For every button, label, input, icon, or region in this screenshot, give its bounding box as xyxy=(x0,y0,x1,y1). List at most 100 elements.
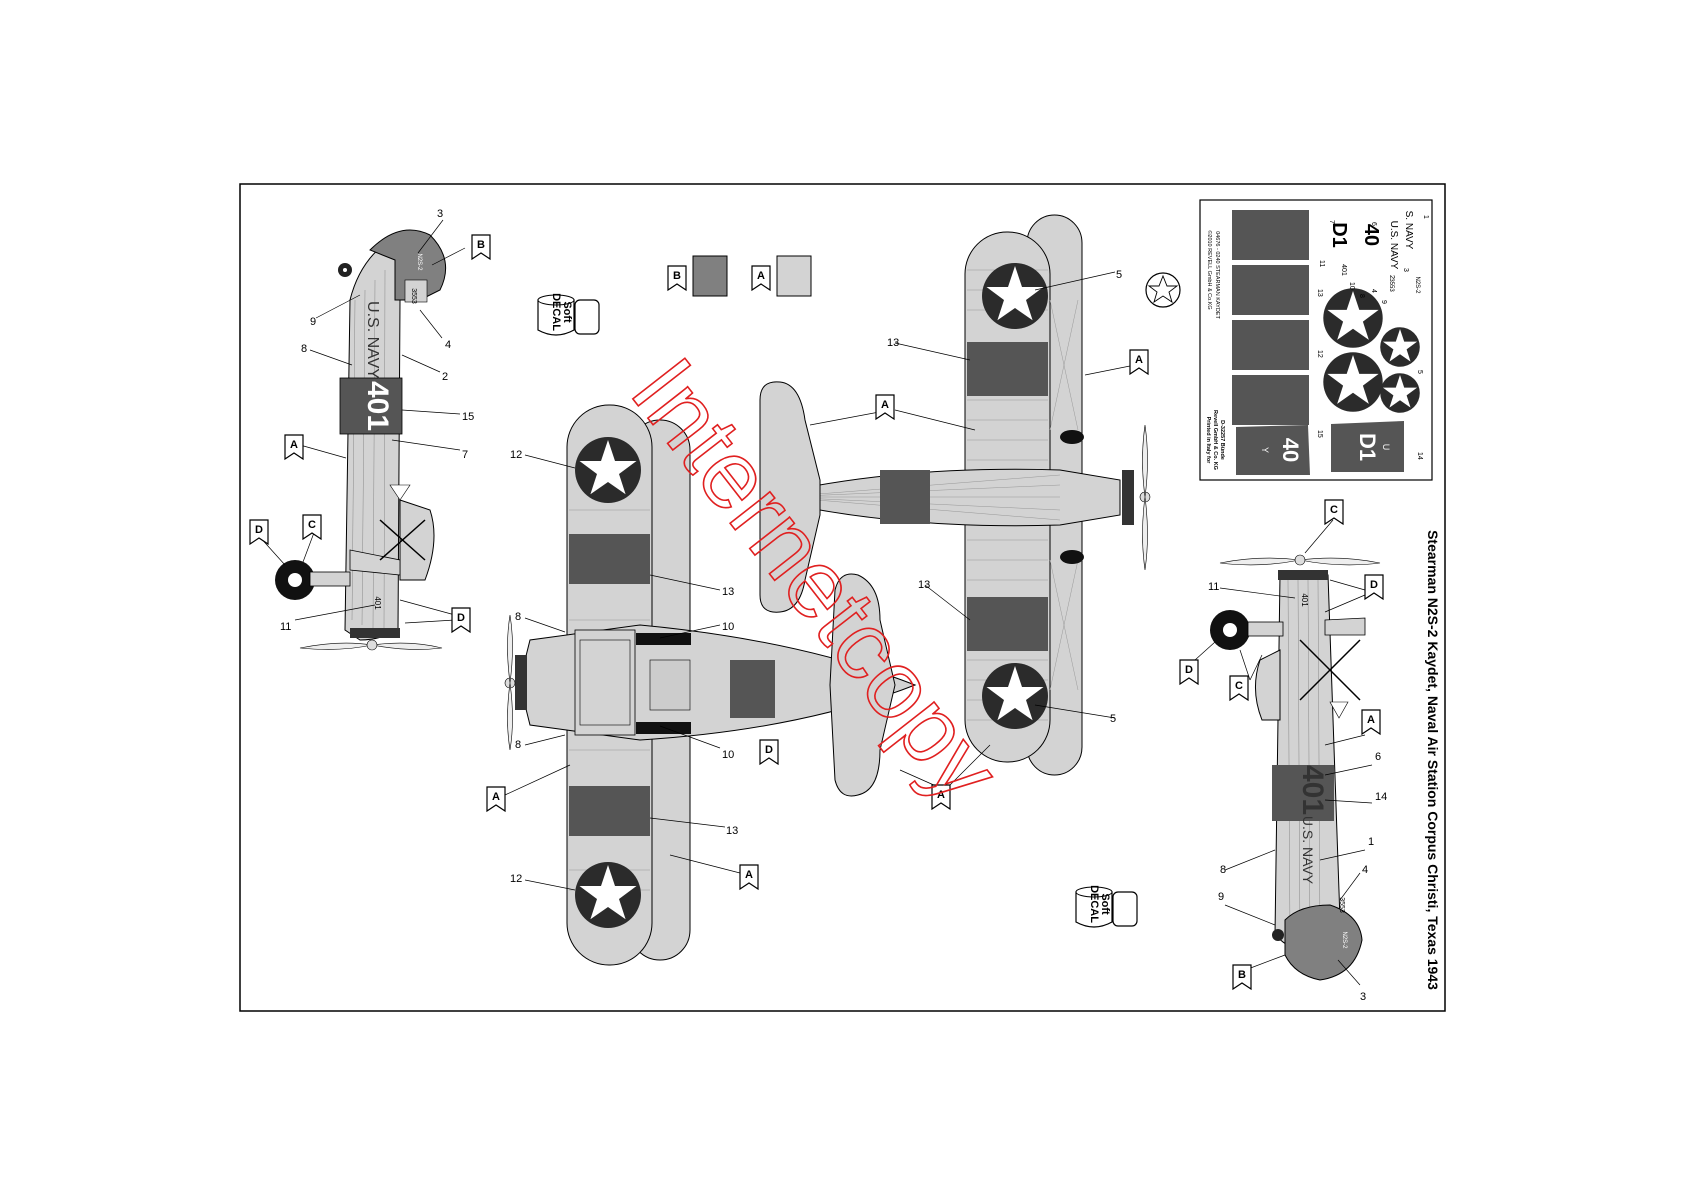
decal-n14: 14 xyxy=(1416,452,1423,460)
callout-5-top-1: 5 xyxy=(1116,269,1122,281)
callout-9-left: 9 xyxy=(310,316,316,328)
flag-a-top-1: A xyxy=(1135,354,1143,366)
callout-11-right: 11 xyxy=(1208,581,1219,593)
decal-n15: 15 xyxy=(1316,430,1323,438)
left-side-callouts: 3 9 4 8 2 15 7 11 B A D C D xyxy=(249,208,491,633)
flag-b-left: B xyxy=(477,239,485,251)
flag-d-bottom: D xyxy=(765,744,773,756)
callout-9-right: 9 xyxy=(1218,891,1224,903)
decal-n12: 12 xyxy=(1316,350,1323,358)
decal-soft-pot-1: DECAL Soft xyxy=(537,293,600,336)
paint-key: B A xyxy=(667,255,812,297)
swatch-b xyxy=(692,255,728,297)
right-side-us-navy: U.S. NAVY xyxy=(1300,816,1316,885)
callout-13-bottom-2: 13 xyxy=(726,825,738,837)
callout-8-bottom-2: 8 xyxy=(515,739,521,751)
callout-14-right: 14 xyxy=(1375,791,1387,803)
decal-frag-u: U xyxy=(1381,444,1391,451)
flag-d-left-1: D xyxy=(255,524,263,536)
bottom-roundel-1 xyxy=(575,437,641,503)
decal-d1-large: D1 xyxy=(1355,433,1380,461)
decal-n2: 2 xyxy=(1388,275,1395,279)
right-side-number: 401 xyxy=(1296,765,1329,815)
top-roundel-1 xyxy=(982,263,1048,329)
flag-a-bottom-2: A xyxy=(745,869,753,881)
decal-n8: 8 xyxy=(1358,294,1365,298)
side-view-left: 401 U.S. NAVY 3553 N2S-2 401 xyxy=(275,229,447,651)
callout-13-top-2: 13 xyxy=(918,579,930,591)
swatch-a-letter: A xyxy=(757,270,765,282)
callout-10-bottom-1: 10 xyxy=(722,621,734,633)
decal-frag-y: Y xyxy=(1260,447,1270,453)
bottom-view-callouts: 12 13 10 8 8 10 13 12 D A A xyxy=(486,449,779,891)
callout-13-top-1: 13 xyxy=(887,337,899,349)
decal-printed-2: Revell GmbH & Co. KG xyxy=(1212,410,1218,470)
left-side-cowl-number: 401 xyxy=(373,596,382,610)
decal-pot-2-line1: DECAL xyxy=(1088,885,1100,923)
callout-4-right: 4 xyxy=(1362,864,1368,876)
flag-c-right: C xyxy=(1235,680,1243,692)
flag-a-top-2: A xyxy=(881,399,889,411)
bottom-view xyxy=(504,404,917,966)
flag-a-left: A xyxy=(290,439,298,451)
left-side-us-navy: U.S. NAVY xyxy=(364,301,381,379)
flag-d-left-2: D xyxy=(457,612,465,624)
decal-401-small: 401 xyxy=(1340,264,1347,276)
decal-printed-1: Printed in Italy for xyxy=(1205,417,1211,465)
left-side-serial: 3553 xyxy=(410,288,417,304)
left-side-number: 401 xyxy=(361,381,394,431)
flag-b-right: B xyxy=(1238,969,1246,981)
decal-40-small: 40 xyxy=(1360,224,1382,246)
callout-3-left: 3 xyxy=(437,208,443,220)
callout-5-top-2: 5 xyxy=(1110,713,1116,725)
decal-code: 04676 - 0240 STEARMAN KAYDET xyxy=(1214,231,1220,319)
flag-d-right-1: D xyxy=(1370,579,1378,591)
decal-n11: 11 xyxy=(1318,260,1325,267)
decal-type: N2S-2 xyxy=(1414,276,1420,294)
flag-c-left: C xyxy=(308,519,316,531)
decal-n10: 10 xyxy=(1348,282,1355,290)
callout-10-bottom-2: 10 xyxy=(722,749,734,761)
decal-n9: 9 xyxy=(1380,300,1387,304)
decal-n3: 3 xyxy=(1402,268,1409,272)
decal-printed-3: D-32257 Bünde xyxy=(1219,420,1225,460)
decal-pot-1-line2: Soft xyxy=(561,301,573,323)
callout-2-left: 2 xyxy=(442,371,448,383)
decal-serial: 3553 xyxy=(1388,278,1394,292)
callout-3-right: 3 xyxy=(1360,991,1366,1003)
decal-d1-small: D1 xyxy=(1328,222,1350,248)
decal-n5: 5 xyxy=(1416,370,1423,374)
flag-a-right: A xyxy=(1367,714,1375,726)
decal-sheet: Y 40 D1 U S. NAVY U.S. NAVY 40 D1 401 35… xyxy=(1199,199,1433,481)
decal-pot-1-line1: DECAL xyxy=(550,293,562,331)
callout-7-left: 7 xyxy=(462,449,468,461)
decal-n4: 4 xyxy=(1370,289,1377,293)
right-side-serial: 3553 xyxy=(1338,897,1345,913)
callout-8-left: 8 xyxy=(301,343,307,355)
callout-1-right: 1 xyxy=(1368,836,1374,848)
flag-a-bottom-1: A xyxy=(492,791,500,803)
left-side-type: N2S-2 xyxy=(416,253,422,271)
swatch-b-letter: B xyxy=(673,270,681,282)
decal-copyright: ©2010 REVELL GmbH & Co.KG xyxy=(1206,230,1213,309)
flag-a-top-3: A xyxy=(937,789,945,801)
page-frame xyxy=(239,183,1446,1012)
callout-8-right: 8 xyxy=(1220,864,1226,876)
callout-13-bottom-1: 13 xyxy=(722,586,734,598)
right-side-type: N2S-2 xyxy=(1341,931,1347,949)
right-side-callouts: 11 6 14 1 8 4 9 3 C D D C A B xyxy=(1179,499,1387,1003)
callout-12-bottom-2: 12 xyxy=(510,873,522,885)
top-view xyxy=(759,214,1151,776)
decal-n7: 7 xyxy=(1328,220,1335,224)
decal-pot-2-line2: Soft xyxy=(1099,893,1111,915)
callout-12-bottom-1: 12 xyxy=(510,449,522,461)
bottom-roundel-2 xyxy=(575,862,641,928)
squadron-emblem xyxy=(1145,272,1181,308)
decal-us-navy: U.S. NAVY xyxy=(1388,221,1399,270)
decal-n1: 1 xyxy=(1422,215,1429,219)
side-view-right: 401 U.S. NAVY 3553 N2S-2 401 xyxy=(1210,554,1381,981)
right-side-cowl-number: 401 xyxy=(1300,593,1309,607)
callout-4-left: 4 xyxy=(445,339,451,351)
top-view-callouts: 5 13 13 5 A A A xyxy=(809,269,1149,810)
